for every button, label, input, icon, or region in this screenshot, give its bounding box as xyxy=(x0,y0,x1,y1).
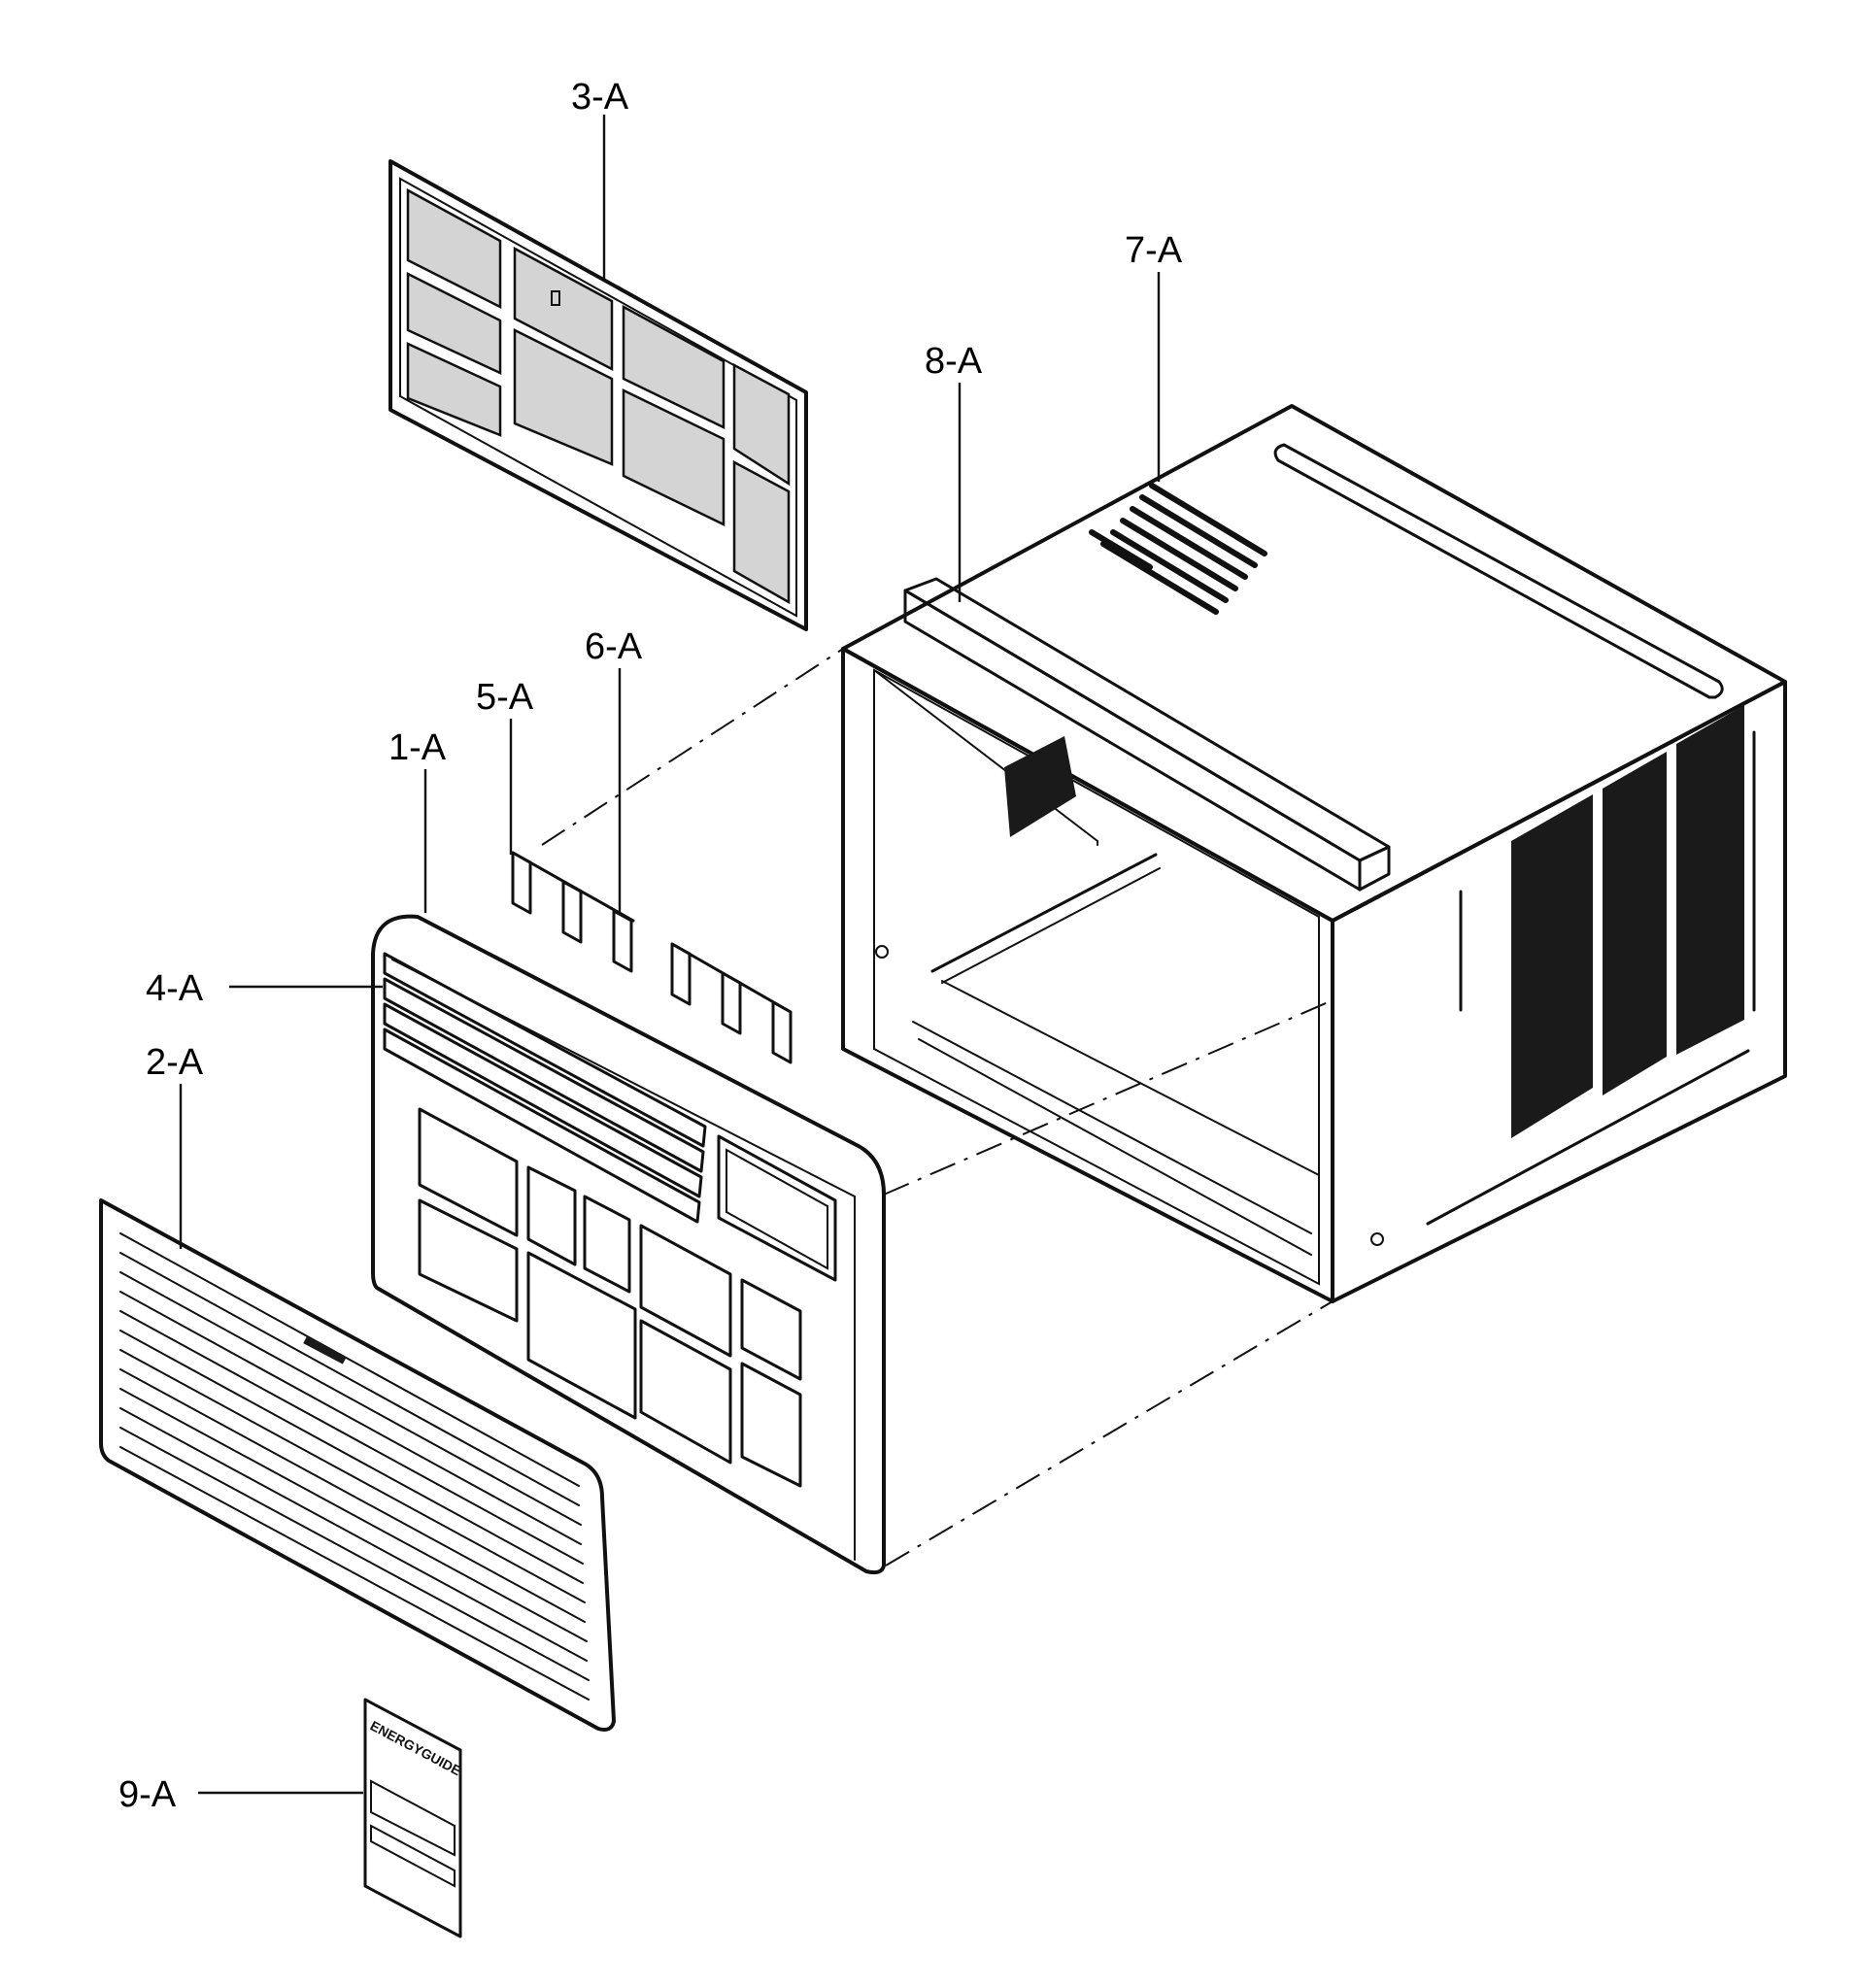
part-labels: 3-A 7-A 8-A 6-A 5-A 1-A 4-A 2-A 9-A xyxy=(118,77,1183,1815)
louver-clips xyxy=(511,851,793,1064)
frame-panels xyxy=(418,1107,802,1488)
air-filter-part xyxy=(388,159,808,631)
label-3-a: 3-A xyxy=(571,77,629,118)
leader-lines xyxy=(179,115,1161,1795)
label-7-a: 7-A xyxy=(1125,230,1183,271)
top-rail-part xyxy=(903,577,1391,892)
label-9-a: 9-A xyxy=(118,1774,177,1815)
cabinet-part xyxy=(841,404,1787,1303)
label-6-a: 6-A xyxy=(585,626,643,667)
discharge-grille xyxy=(383,952,707,1224)
label-8-a: 8-A xyxy=(925,341,983,382)
top-vent-slots xyxy=(1089,483,1267,615)
front-frame-part xyxy=(371,914,886,1575)
label-5-a: 5-A xyxy=(476,677,534,718)
grille-slats xyxy=(119,1232,590,1701)
front-grille-part xyxy=(99,1198,616,1732)
label-2-a: 2-A xyxy=(146,1042,204,1083)
label-1-a: 1-A xyxy=(388,727,447,768)
alignment-lines xyxy=(541,648,1334,1567)
energy-guide-label-part: ENERGYGUIDE xyxy=(363,1698,463,1938)
side-louver-panels xyxy=(1511,705,1744,1138)
label-4-a: 4-A xyxy=(146,968,204,1009)
